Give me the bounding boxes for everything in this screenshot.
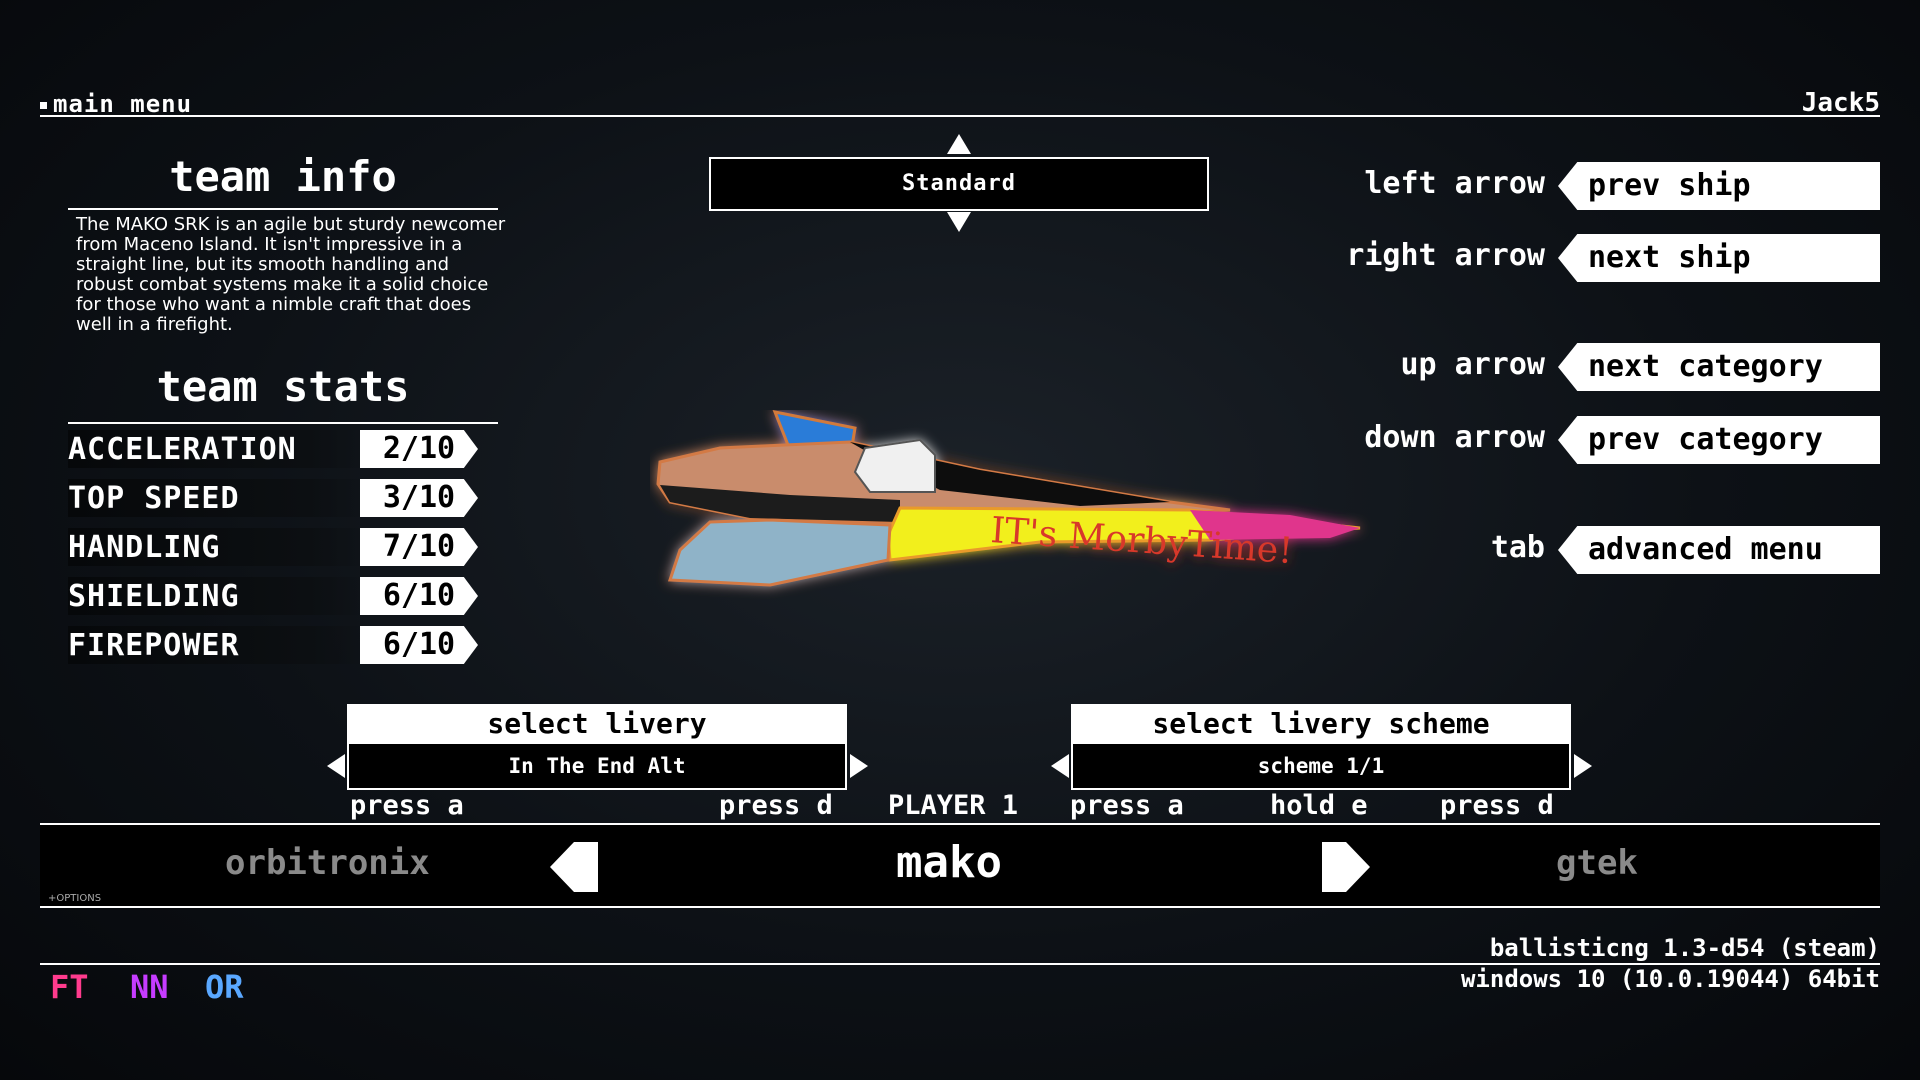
next-ship-button[interactable]: next ship: [1558, 234, 1880, 282]
team-description: The MAKO SRK is an agile but sturdy newc…: [76, 214, 506, 335]
team-info-title: team info: [169, 152, 397, 201]
header-divider: [40, 115, 1880, 117]
stat-label: TOP SPEED: [68, 481, 240, 516]
footer-divider: [40, 963, 1880, 965]
stat-row-acceleration: ACCELERATION 2/10: [68, 430, 500, 468]
flag-nn: NN: [130, 968, 169, 1006]
control-key: tab: [1490, 530, 1545, 565]
stat-label-background: [68, 626, 368, 664]
control-advanced-menu[interactable]: tab advanced menu: [1491, 526, 1880, 574]
control-key: down arrow: [1364, 420, 1545, 455]
category-down-arrow-icon[interactable]: [947, 212, 971, 232]
control-next-ship[interactable]: right arrow next ship: [1346, 234, 1880, 282]
ship-nose-decal: [1190, 510, 1360, 540]
team-selector-bar: [40, 825, 1880, 906]
stat-label: HANDLING: [68, 530, 221, 565]
team-bar-top-divider: [40, 823, 1880, 825]
scheme-hint-left: press a: [1070, 790, 1184, 821]
options-hint: +OPTIONS: [48, 893, 102, 904]
ship-cockpit: [853, 438, 936, 493]
team-prev-name[interactable]: orbitronix: [225, 843, 430, 883]
livery-hint-left: press a: [350, 790, 464, 821]
team-next-name[interactable]: gtek: [1556, 843, 1638, 883]
flag-or: OR: [205, 968, 244, 1006]
select-livery-panel[interactable]: select livery In The End Alt: [347, 704, 847, 790]
stat-label: SHIELDING: [68, 579, 240, 614]
control-next-category[interactable]: up arrow next category: [1401, 343, 1880, 391]
main-menu-label: main menu: [53, 90, 193, 118]
ship-hull-shadow: [660, 485, 900, 522]
stat-label-background: [68, 479, 368, 517]
scheme-value[interactable]: scheme 1/1: [1071, 744, 1571, 790]
select-scheme-title: select livery scheme: [1071, 704, 1571, 744]
stat-value: 2/10: [360, 430, 478, 468]
bullet-icon: [40, 101, 47, 109]
stat-label: FIREPOWER: [68, 628, 240, 663]
control-key: left arrow: [1364, 166, 1545, 201]
prev-ship-button[interactable]: prev ship: [1558, 162, 1880, 210]
control-key: up arrow: [1400, 347, 1546, 382]
team-info-divider: [68, 208, 498, 210]
version-text: ballisticng 1.3-d54 (steam): [1489, 934, 1880, 962]
stat-value: 3/10: [360, 479, 478, 517]
team-stats-divider: [68, 422, 498, 424]
main-menu-link[interactable]: main menu: [40, 90, 192, 118]
livery-next-arrow-icon[interactable]: [850, 754, 868, 778]
stat-value: 7/10: [360, 528, 478, 566]
livery-value[interactable]: In The End Alt: [347, 744, 847, 790]
select-livery-scheme-panel[interactable]: select livery scheme scheme 1/1: [1071, 704, 1571, 790]
flag-ft: FT: [50, 968, 89, 1006]
next-category-button[interactable]: next category: [1558, 343, 1880, 391]
livery-hint-right: press d: [719, 790, 833, 821]
os-text: windows 10 (10.0.19044) 64bit: [1460, 965, 1880, 993]
stat-label: ACCELERATION: [68, 432, 297, 467]
scheme-hint-middle: hold e: [1270, 790, 1368, 821]
advanced-menu-button[interactable]: advanced menu: [1558, 526, 1880, 574]
stat-label-background: [68, 528, 368, 566]
stat-label-background: [68, 577, 368, 615]
stat-value: 6/10: [360, 626, 478, 664]
control-prev-ship[interactable]: left arrow prev ship: [1364, 162, 1880, 210]
player-label: PLAYER 1: [888, 790, 1019, 821]
control-prev-category[interactable]: down arrow prev category: [1364, 416, 1880, 464]
stat-value: 6/10: [360, 577, 478, 615]
stat-row-firepower: FIREPOWER 6/10: [68, 626, 500, 664]
control-key: right arrow: [1346, 238, 1545, 273]
category-up-arrow-icon[interactable]: [947, 134, 971, 154]
username: Jack5: [1801, 88, 1880, 118]
team-bar-bottom-divider: [40, 906, 1880, 908]
select-livery-title: select livery: [347, 704, 847, 744]
scheme-hint-right: press d: [1440, 790, 1554, 821]
category-selector[interactable]: Standard: [709, 157, 1209, 211]
livery-prev-arrow-icon[interactable]: [327, 754, 345, 778]
stat-row-handling: HANDLING 7/10: [68, 528, 500, 566]
prev-category-button[interactable]: prev category: [1558, 416, 1880, 464]
stat-row-shielding: SHIELDING 6/10: [68, 577, 500, 615]
scheme-prev-arrow-icon[interactable]: [1051, 754, 1069, 778]
ship-wing: [667, 518, 892, 587]
stat-label-background: [68, 430, 368, 468]
ship-top-panel: [850, 442, 1170, 506]
team-stats-title: team stats: [156, 362, 410, 411]
team-current-name: mako: [896, 837, 1002, 888]
scheme-next-arrow-icon[interactable]: [1574, 754, 1592, 778]
stat-row-top-speed: TOP SPEED 3/10: [68, 479, 500, 517]
ship-preview: IT's MorbyTime!: [656, 410, 1361, 587]
